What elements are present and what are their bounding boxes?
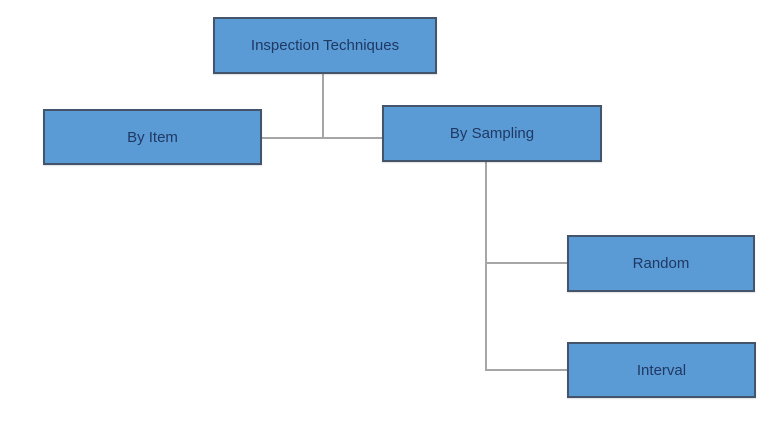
node-random: Random <box>567 235 755 292</box>
node-by-item-label: By Item <box>127 128 178 146</box>
node-by-item: By Item <box>43 109 262 165</box>
node-random-label: Random <box>632 255 690 272</box>
node-inspection-techniques: Inspection Techniques <box>213 17 437 74</box>
node-interval-label: Interval <box>636 361 687 379</box>
node-inspection-techniques-label: Inspection Techniques <box>250 37 400 54</box>
node-by-sampling: By Sampling <box>382 105 602 162</box>
node-interval: Interval <box>567 342 756 398</box>
node-by-sampling-label: By Sampling <box>449 125 535 142</box>
connector-byitem-bysampling <box>262 137 382 139</box>
connector-bysampling-trunk <box>485 162 487 371</box>
connector-root-to-children <box>322 74 324 138</box>
connector-branch-random <box>486 262 567 264</box>
connector-branch-interval <box>486 369 567 371</box>
